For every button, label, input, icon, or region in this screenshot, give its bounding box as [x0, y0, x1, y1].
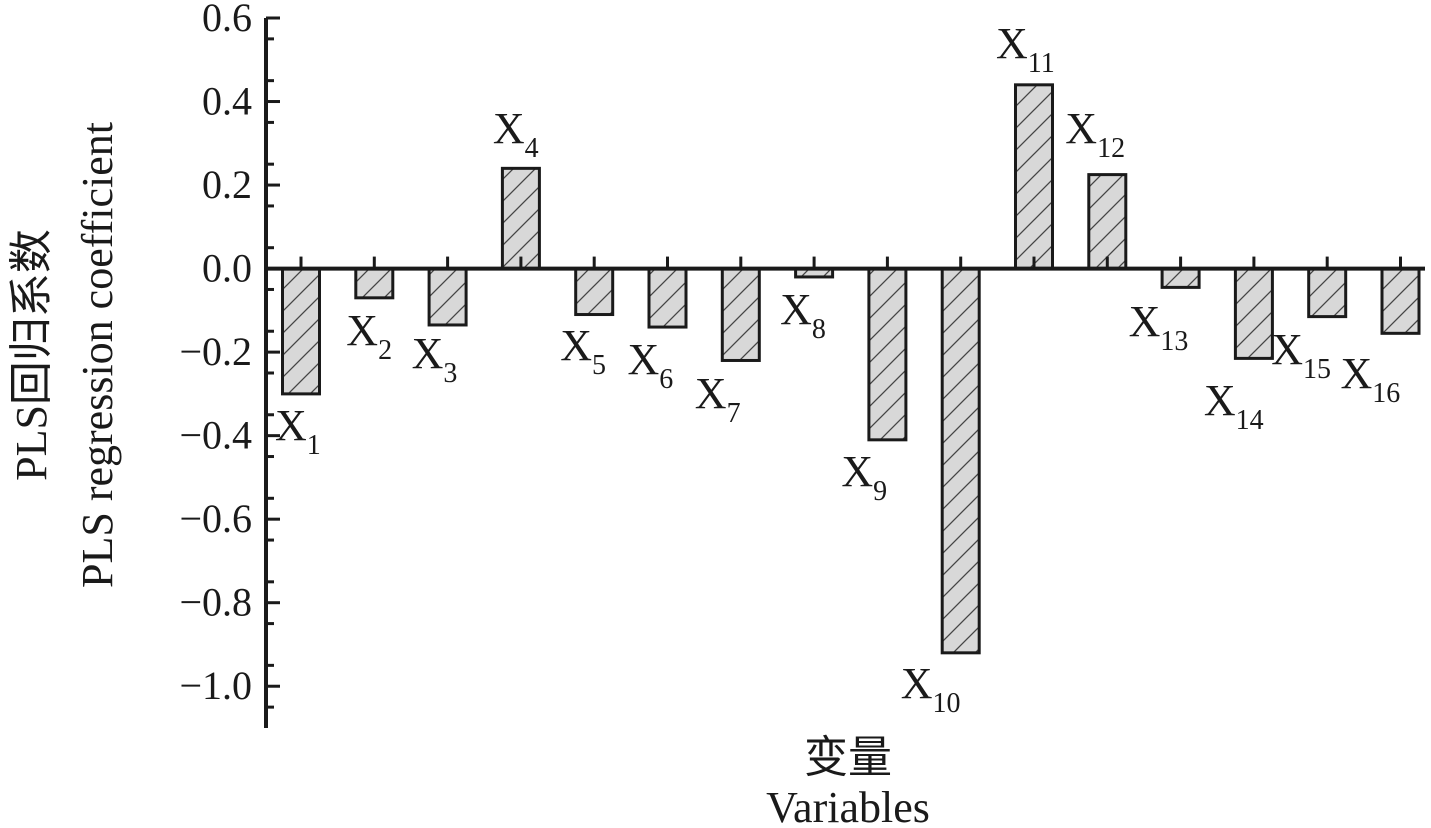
bar-x13 — [1160, 267, 1201, 289]
x-axis-title-en: Variables — [766, 783, 930, 828]
y-tick-label: 0.2 — [202, 162, 252, 207]
axis-layer: 0.6 0.4 0.2 0.0 −0.2 −0.4 −0.6 −0.8 −1.0 — [179, 0, 1425, 728]
bar-x10 — [940, 267, 981, 655]
bar-x12 — [1087, 173, 1128, 271]
bar-label-x4: X4 — [493, 104, 539, 164]
y-axis-title-en: PLS regression coefficient — [73, 122, 122, 588]
bar-x9 — [867, 267, 908, 442]
bar-x1 — [281, 267, 321, 396]
y-tick-label: −0.4 — [179, 413, 252, 458]
bar-label-x8: X8 — [780, 285, 826, 345]
y-tick-label: 0.6 — [202, 0, 252, 40]
bar-x2 — [354, 267, 395, 300]
bar-x14 — [1233, 267, 1274, 360]
bar-label-x3: X3 — [412, 329, 458, 389]
bar-x7 — [720, 267, 761, 362]
bar-x4 — [500, 166, 541, 271]
bar-label-x11: X11 — [996, 19, 1055, 79]
y-tick-label: 0.0 — [202, 246, 252, 291]
bar-x11 — [1014, 83, 1054, 271]
bar-label-x10: X10 — [901, 659, 961, 719]
y-tick-label: −0.8 — [179, 580, 252, 625]
bar-x16 — [1380, 267, 1421, 335]
y-tick-label: −0.6 — [179, 496, 252, 541]
bar-label-x5: X5 — [560, 321, 606, 381]
bar-label-x6: X6 — [628, 335, 674, 395]
bar-label-x12: X12 — [1065, 104, 1125, 164]
bar-label-x2: X2 — [346, 306, 392, 366]
bar-label-x15: X15 — [1271, 325, 1331, 385]
y-tick-label: −0.2 — [179, 329, 252, 374]
bar-label-x13: X13 — [1129, 297, 1189, 357]
y-tick-label: 0.4 — [202, 79, 252, 124]
bar-label-x14: X14 — [1204, 376, 1264, 436]
bar-label-x1: X1 — [275, 401, 321, 461]
x-axis-title-cn: 变量 — [804, 733, 892, 782]
bar-label-x9: X9 — [841, 447, 887, 507]
bar-x6 — [647, 267, 688, 329]
bar-label-x16: X16 — [1341, 349, 1401, 409]
bar-label-x7: X7 — [695, 369, 741, 429]
bar-x5 — [574, 267, 615, 317]
bar-x3 — [427, 267, 468, 327]
y-axis-title-cn: PLS回归系数 — [7, 229, 56, 481]
y-tick-label: −1.0 — [179, 663, 252, 708]
bar-x15 — [1307, 267, 1348, 319]
